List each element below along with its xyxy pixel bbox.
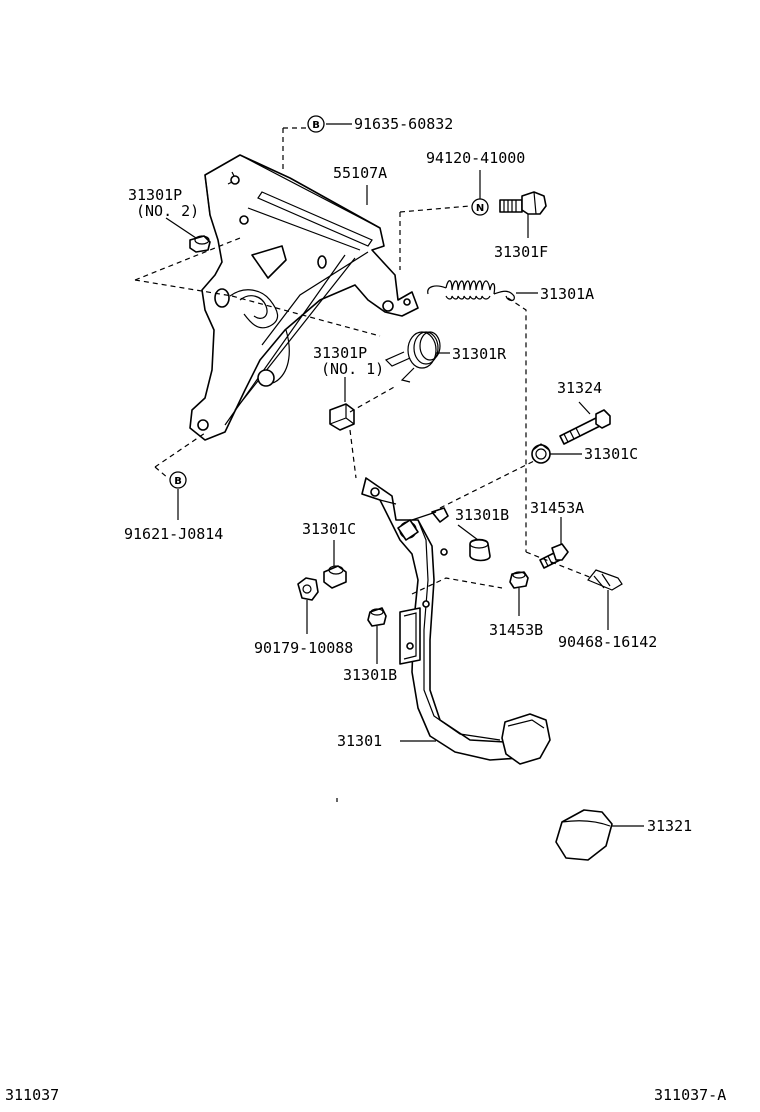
nut-31301c-right — [531, 443, 551, 464]
label-31301p-no1: 31301P — [313, 344, 368, 362]
clip-90468 — [587, 569, 623, 591]
symbol-b-bottom: B — [169, 471, 187, 489]
label-91621-j0814: 91621-J0814 — [124, 525, 224, 543]
label-55107a: 55107A — [333, 164, 388, 182]
label-31324: 31324 — [557, 379, 603, 397]
label-31301: 31301 — [337, 732, 383, 750]
label-31301b-top: 31301B — [455, 506, 510, 524]
stopper-31301b-bottom — [367, 607, 387, 627]
footer-code-left: 311037 — [5, 1086, 60, 1104]
label-31301a: 31301A — [540, 285, 595, 303]
svg-text:B: B — [174, 476, 182, 487]
bolt-31453a — [539, 543, 569, 569]
label-31301r: 31301R — [452, 345, 507, 363]
nut-90179 — [297, 577, 319, 601]
symbol-n: N — [471, 198, 489, 216]
label-31301p-no2: 31301P — [128, 186, 183, 204]
label-31453b: 31453B — [489, 621, 544, 639]
label-31301f: 31301F — [494, 243, 549, 261]
return-spring-31301a — [427, 280, 515, 302]
torsion-spring-31301r — [384, 331, 441, 383]
stopper-31301b-top — [469, 538, 491, 562]
label-31301b-bottom: 31301B — [343, 666, 398, 684]
label-31301p-no1-sub: (NO. 1) — [321, 360, 385, 378]
label-90179-10088: 90179-10088 — [254, 639, 354, 657]
assembly-dashed-lines — [134, 127, 593, 595]
leader-lines — [165, 123, 644, 827]
svg-text:N: N — [476, 203, 484, 214]
bolt-31301f — [499, 191, 547, 215]
pedal-bracket-55107a — [189, 154, 419, 441]
pedal-pad-31321 — [555, 809, 613, 861]
collar-31301c-left — [323, 565, 347, 589]
symbol-b-top: B — [307, 115, 325, 133]
label-31301c-left: 31301C — [302, 520, 357, 538]
label-90468-16142: 90468-16142 — [558, 633, 658, 651]
bushing-31301p-no2 — [189, 235, 211, 253]
svg-text:B: B — [312, 120, 320, 131]
label-31321: 31321 — [647, 817, 693, 835]
label-91635-60832: 91635-60832 — [354, 115, 454, 133]
label-94120-41000: 94120-41000 — [426, 149, 526, 167]
footer-code-right: 311037-A — [654, 1086, 727, 1104]
cushion-31453b — [509, 571, 529, 589]
bushing-31301p-no1 — [329, 403, 355, 431]
brake-pedal-arm-31301 — [361, 477, 551, 765]
label-31301p-no2-sub: (NO. 2) — [136, 202, 200, 220]
label-31301c-right: 31301C — [584, 445, 639, 463]
bolt-31324 — [559, 409, 611, 445]
label-31453a: 31453A — [530, 499, 585, 517]
